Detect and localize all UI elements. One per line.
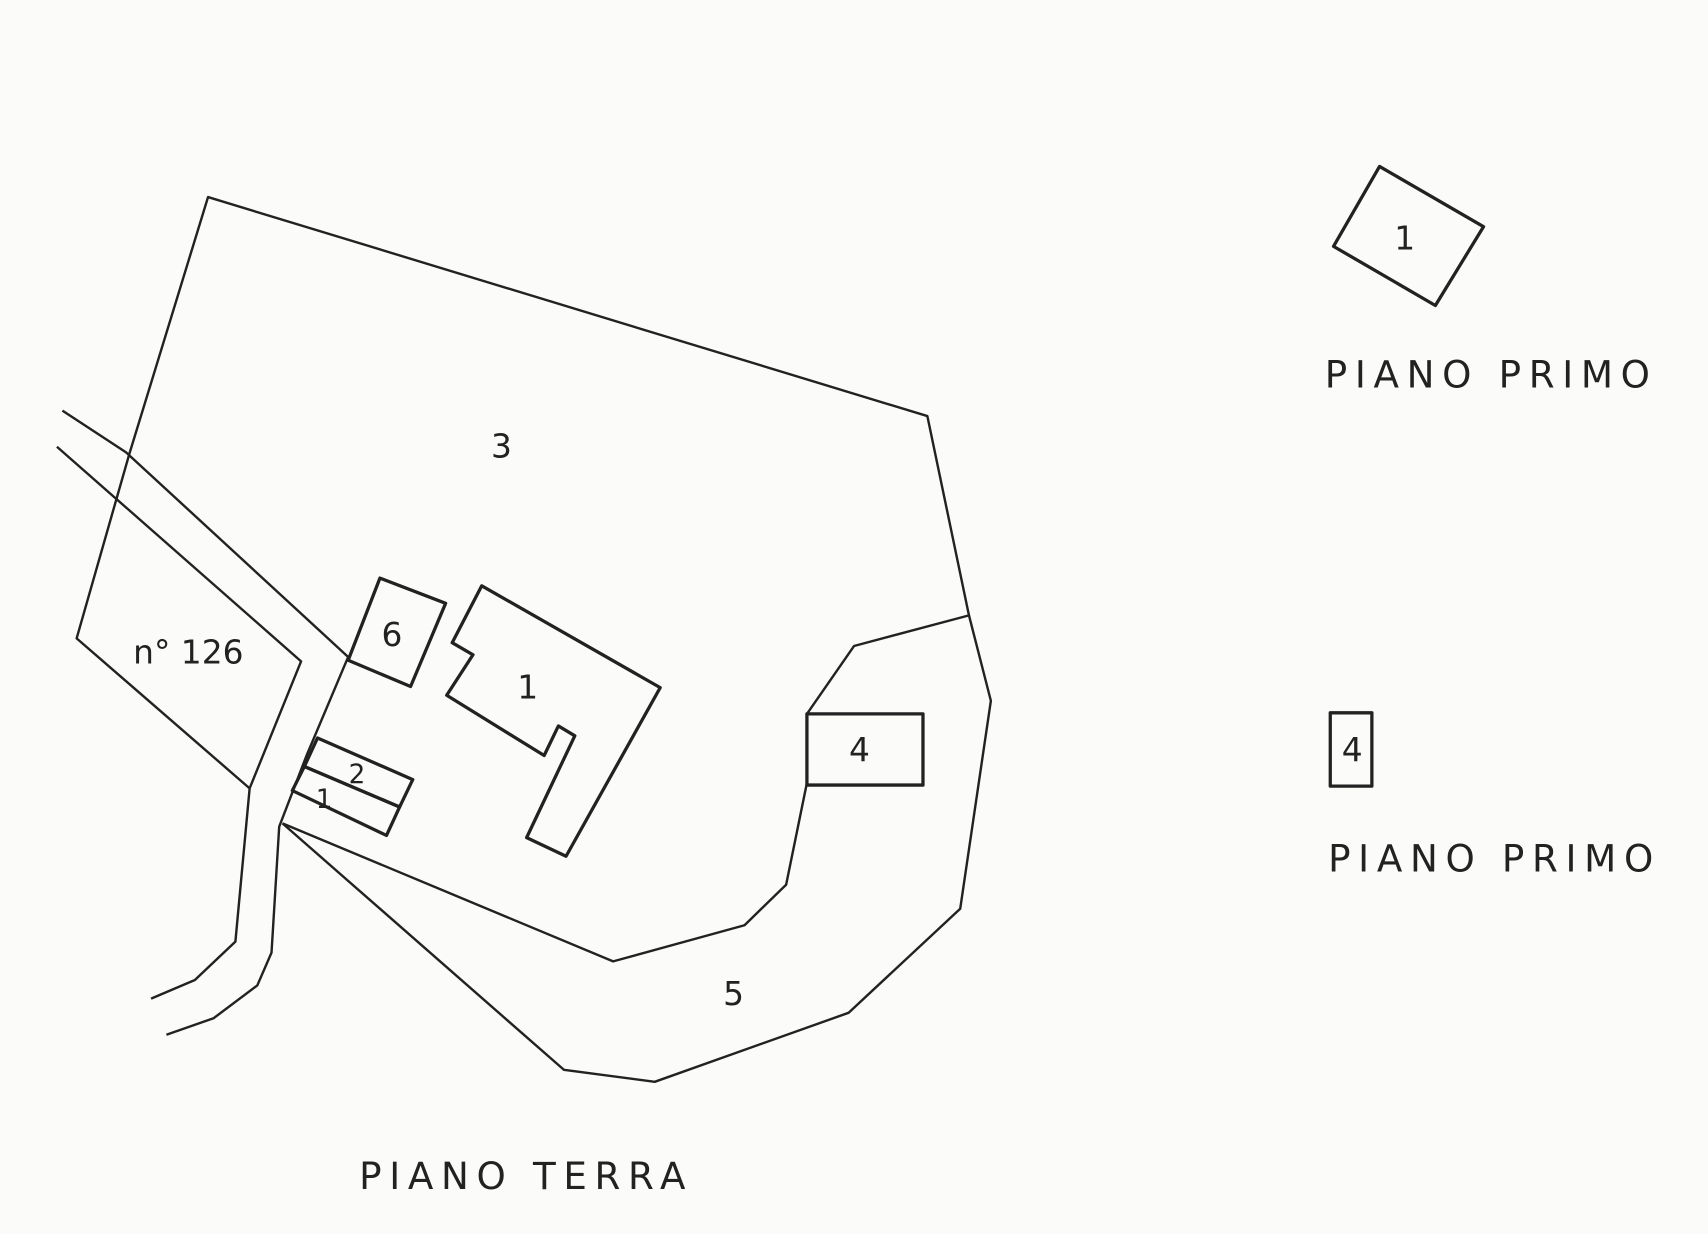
building-1-small	[290, 764, 402, 838]
first-floor-unit-1-label: 1	[1394, 220, 1415, 258]
building-2-label: 2	[349, 760, 366, 790]
first-floor-caption-1: PIANO PRIMO	[1325, 353, 1658, 397]
building-1-label: 1	[517, 669, 538, 707]
building-4-label: 4	[849, 731, 870, 769]
building-1	[445, 584, 662, 858]
building-6-label: 6	[382, 616, 403, 654]
first-floor-caption-2: PIANO PRIMO	[1328, 837, 1661, 881]
building-4	[805, 712, 925, 787]
first-floor-unit-4	[1328, 711, 1374, 788]
parcel-126-label: n° 126	[133, 634, 243, 672]
first-floor-unit-1	[1331, 164, 1486, 308]
first-floor-unit-4-label: 4	[1342, 731, 1363, 769]
road-edge-upper	[61, 409, 350, 1036]
building-1-small-label: 1	[316, 785, 333, 815]
parcel-5-boundary	[281, 615, 993, 1084]
ground-floor-caption: PIANO TERRA	[359, 1154, 693, 1198]
building-6	[346, 576, 448, 689]
parcel-126-boundary	[75, 454, 251, 790]
parcel-3-label: 3	[491, 428, 512, 466]
parcel-5-label: 5	[723, 975, 744, 1013]
road-edge-lower	[56, 445, 303, 1000]
